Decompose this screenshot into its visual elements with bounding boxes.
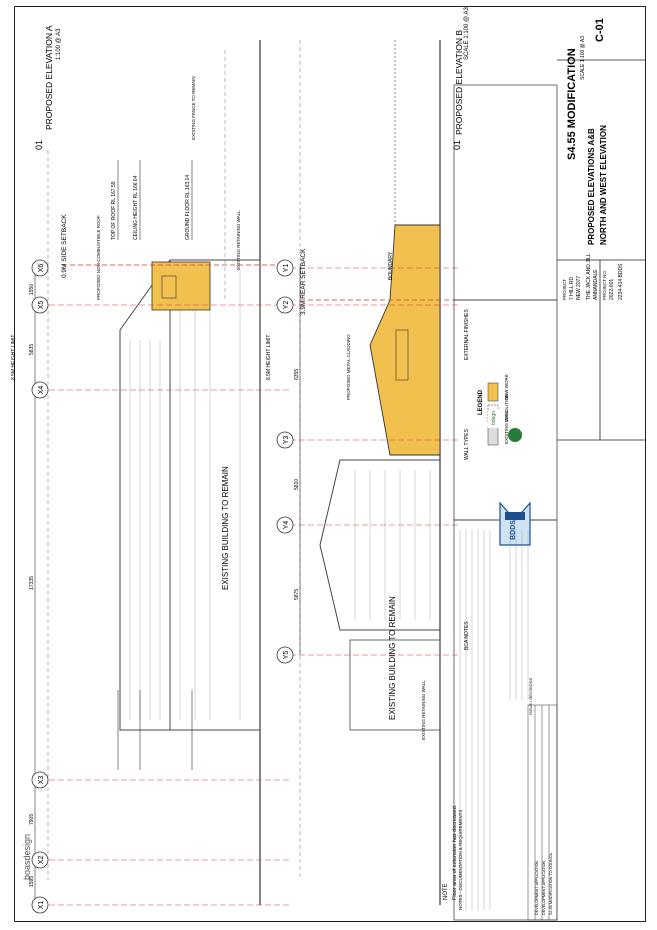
client-line-2: ANNANDALE <box>593 269 599 300</box>
sheet-title-2: NORTH AND WEST ELEVATION <box>599 125 608 245</box>
project-no-label: PROJECT NO. <box>602 270 607 300</box>
wall-types-heading: WALL TYPES <box>464 428 470 460</box>
sheet-modification: S4.55 MODIFICATION <box>566 48 578 160</box>
label-proposed-roof: PROPOSED NON-COMBUSTIBLE ROOF <box>96 215 101 300</box>
dim-b-5875: 5875 <box>294 589 300 600</box>
badge-logo-text: bdagn <box>491 411 497 425</box>
rev-row-2: DEVELOPMENT APPLICATION <box>542 860 546 915</box>
notes-panel <box>453 519 558 921</box>
dim-a-5835: 5835 <box>29 344 35 355</box>
elev-b-scale: SCALE 1:100 @ A3 <box>464 7 470 60</box>
grid-x2: X2 <box>38 856 45 865</box>
grid-y1: Y1 <box>283 264 290 273</box>
bca-notes-heading: BCA NOTES <box>464 621 470 650</box>
legend-existing: EXISTING WALL <box>504 409 509 444</box>
dim-a-1595: 1595 <box>29 876 35 887</box>
elevation-b <box>290 40 460 905</box>
rear-setback: 3.9M REAR SETBACK <box>300 248 307 315</box>
client-line-1: THE JACK AND JILL <box>586 253 592 300</box>
legend-swatch-existing <box>487 426 499 446</box>
elev-b-number: 01 <box>452 140 462 150</box>
bdds-logo <box>499 501 531 546</box>
legend-title: LEGEND <box>478 389 484 415</box>
legend-demo: DEMOLITION <box>504 394 509 422</box>
elev-a-existing-label: EXISTING BUILDING TO REMAIN <box>221 466 230 590</box>
grid-x1: X1 <box>38 901 45 910</box>
rev-row-3: S4.55 MODIFICATION TO COUNCIL <box>549 852 553 915</box>
phone: 2234-414 BDDS <box>618 263 624 300</box>
grid-x6: X6 <box>38 264 45 273</box>
height-limit-b: 8.5M HEIGHT LIMIT <box>266 335 272 380</box>
dim-b-6355: 6355 <box>294 369 300 380</box>
label-fence-a: EXISTING FENCE TO REMAIN <box>191 76 196 140</box>
grid-y3: Y3 <box>283 436 290 445</box>
project-no: 2022-001 <box>609 279 615 300</box>
label-retaining-wall-a: EXISTING RETAINING WALL <box>236 210 241 270</box>
drawing-sheet <box>14 6 646 922</box>
logos-panel <box>453 84 558 301</box>
badge-logo <box>488 410 506 428</box>
seal-logo <box>508 428 522 442</box>
label-metal-cladding: PROPOSED METAL CLADDING <box>346 334 351 400</box>
label-boundary: BOUNDARY <box>388 251 394 280</box>
project-line-2: NEW 2077 <box>576 276 582 300</box>
grid-bubbles-a <box>31 259 49 914</box>
external-finishes-heading: EXTERNAL FINISHES <box>464 309 470 360</box>
bdds-logo-text: BDDS <box>510 520 517 540</box>
new-work-b <box>369 224 441 456</box>
grid-y4: Y4 <box>283 521 290 530</box>
label-retaining-wall-b: EXISTING RETAINING WALL <box>421 680 426 740</box>
grid-x4: X4 <box>38 386 45 395</box>
elev-a-title: PROPOSED ELEVATION A <box>44 25 54 130</box>
level-top-roof: TOP OF ROOF RL 167.59 <box>111 181 117 240</box>
grid-bubbles-b <box>276 259 294 664</box>
grid-x5: X5 <box>38 301 45 310</box>
grid-y5: Y5 <box>283 651 290 660</box>
dim-a-1550: 1550 <box>29 284 35 295</box>
level-ground: GROUND FLOOR RL 163.14 <box>185 175 191 240</box>
dim-a-7905: 7905 <box>29 814 35 825</box>
designer-logo: boasdesign <box>22 834 32 880</box>
side-setback: 0.9M SIDE SETBACK <box>61 214 68 278</box>
sheet-scale: SCALE 1:100 @ A3 <box>580 36 586 80</box>
elevation-a <box>34 40 290 906</box>
new-work-a <box>151 261 211 311</box>
project-label: PROJECT <box>562 279 567 300</box>
rev-row-1: DEVELOPMENT APPLICATION <box>535 860 539 915</box>
sheet-number: C-01 <box>594 18 606 42</box>
height-limit-a: 8.5M HEIGHT LIMIT <box>11 335 17 380</box>
revisions-heading: ISSUE / REVISIONS <box>528 678 533 715</box>
note-text: Floor area of extension has decreased. <box>452 804 458 900</box>
dim-a-17335: 17335 <box>29 576 35 590</box>
dim-b-5810: 5810 <box>294 479 300 490</box>
notes-heading: NOTES - DOCUMENTATION & REQUIREMENTS <box>458 810 463 910</box>
elev-b-existing-label: EXISTING BUILDING TO REMAIN <box>388 596 397 720</box>
legend-swatch-new <box>487 382 499 402</box>
elev-b-title: PROPOSED ELEVATION B <box>454 30 464 135</box>
sheet-title-1: PROPOSED ELEVATIONS A&B <box>587 128 596 245</box>
elev-a-scale: 1:100 @ A3 <box>56 28 62 60</box>
grid-x3: X3 <box>38 776 45 785</box>
revision-table <box>527 704 558 921</box>
project-line-1: 7 HILL RD <box>569 276 575 300</box>
level-ceiling: CEILING HEIGHT RL 166.64 <box>133 175 139 240</box>
legend-new: NEW WORK <box>504 374 509 400</box>
note-heading: NOTE <box>443 883 449 900</box>
elev-a-number: 01 <box>34 140 44 150</box>
grid-y2: Y2 <box>283 301 290 310</box>
